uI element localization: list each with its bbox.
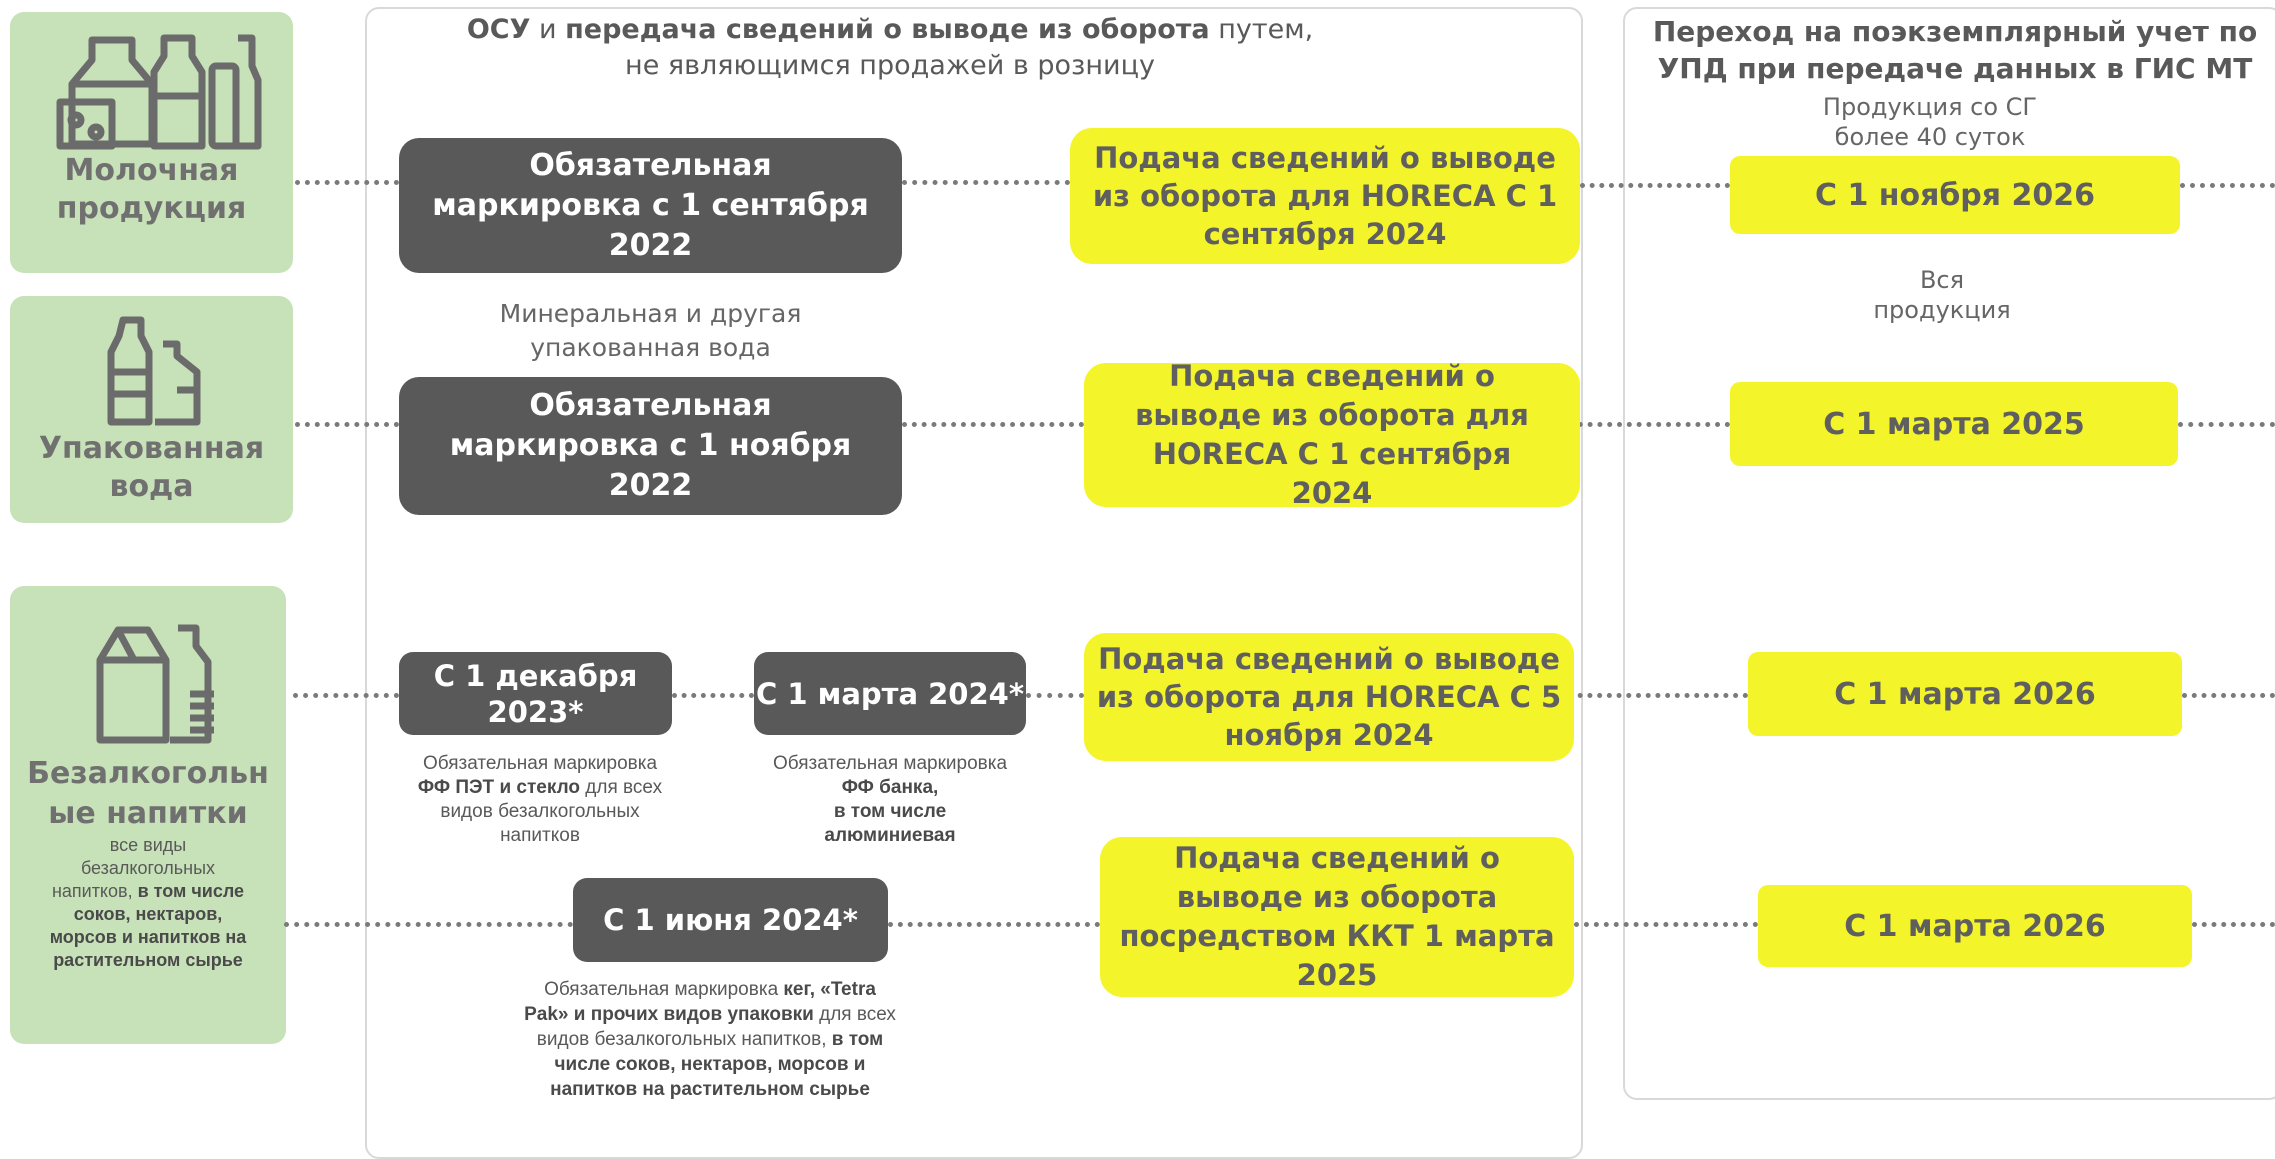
connector xyxy=(1580,183,1730,188)
connector xyxy=(902,180,1070,185)
soft-jun-2024: С 1 июня 2024* xyxy=(573,878,888,962)
connector xyxy=(1568,693,1748,698)
connector xyxy=(2178,422,2275,427)
water-label: Упакованная вода xyxy=(38,431,265,504)
right-subtitle-all-products: Вся продукция xyxy=(1873,266,2011,324)
soft-mar-2024-note: Обязательная маркировка ФФ банка, в том … xyxy=(772,753,1008,846)
soft-mar-2024: С 1 марта 2024* xyxy=(754,652,1026,735)
category-dairy: Молочная продукция xyxy=(10,12,293,273)
connector xyxy=(2192,922,2275,927)
connector xyxy=(672,693,754,698)
water-horeca-box: Подача сведений о выводе из оборота для … xyxy=(1084,359,1580,510)
connector xyxy=(1026,693,1084,698)
soft-dec-2023: С 1 декабря 2023* xyxy=(399,652,672,735)
dairy-horeca-box: Подача сведений о выводе из оборота для … xyxy=(1070,128,1580,264)
category-soft-drinks: Безалкогольн ые напитки все виды безалко… xyxy=(10,586,286,1044)
right-box-4: С 1 марта 2026 xyxy=(1758,885,2192,967)
connector xyxy=(2182,693,2275,698)
connector xyxy=(888,922,1100,927)
water-bottles-icon xyxy=(107,316,201,426)
soft-drinks-icon xyxy=(96,624,214,744)
water-caption: Минеральная и другая упакованная вода xyxy=(499,299,802,362)
right-box-1: С 1 ноября 2026 xyxy=(1730,156,2180,234)
connector xyxy=(295,422,399,427)
middle-header: ОСУ и передача сведений о выводе из обор… xyxy=(466,14,1314,81)
dairy-mandatory-marking: Обязательная маркировка с 1 сентября 202… xyxy=(399,138,902,273)
right-box-2: С 1 марта 2025 xyxy=(1730,382,2178,466)
connector xyxy=(902,422,1084,427)
dairy-products-icon xyxy=(56,34,262,150)
dairy-label: Молочная продукция xyxy=(56,153,247,226)
connector xyxy=(1568,422,1730,427)
category-water: Упакованная вода xyxy=(10,296,293,523)
soft-jun-2024-note: Обязательная маркировка кег, «Tetra Pak»… xyxy=(524,979,896,1100)
connector xyxy=(1574,922,1758,927)
water-mandatory-marking: Обязательная маркировка с 1 ноября 2022 xyxy=(399,377,902,515)
soft-kkt-box: Подача сведений о выводе из оборота поср… xyxy=(1100,837,1574,997)
right-box-3: С 1 марта 2026 xyxy=(1748,652,2182,736)
soft-horeca-box: Подача сведений о выводе из оборота для … xyxy=(1084,633,1574,761)
right-header: Переход на поэкземплярный учет по УПД пр… xyxy=(1652,15,2258,85)
connector xyxy=(2180,183,2275,188)
soft-drinks-note: все виды безалкогольных напитков, в том … xyxy=(49,835,247,970)
right-subtitle-long-shelf-life: Продукция со СГ более 40 суток xyxy=(1822,93,2038,151)
connector xyxy=(293,693,399,698)
soft-dec-2023-note: Обязательная маркировка ФФ ПЭТ и стекло … xyxy=(417,753,663,846)
soft-drinks-label: Безалкогольн ые напитки xyxy=(27,756,269,831)
connector xyxy=(284,922,573,927)
connector xyxy=(295,180,399,185)
